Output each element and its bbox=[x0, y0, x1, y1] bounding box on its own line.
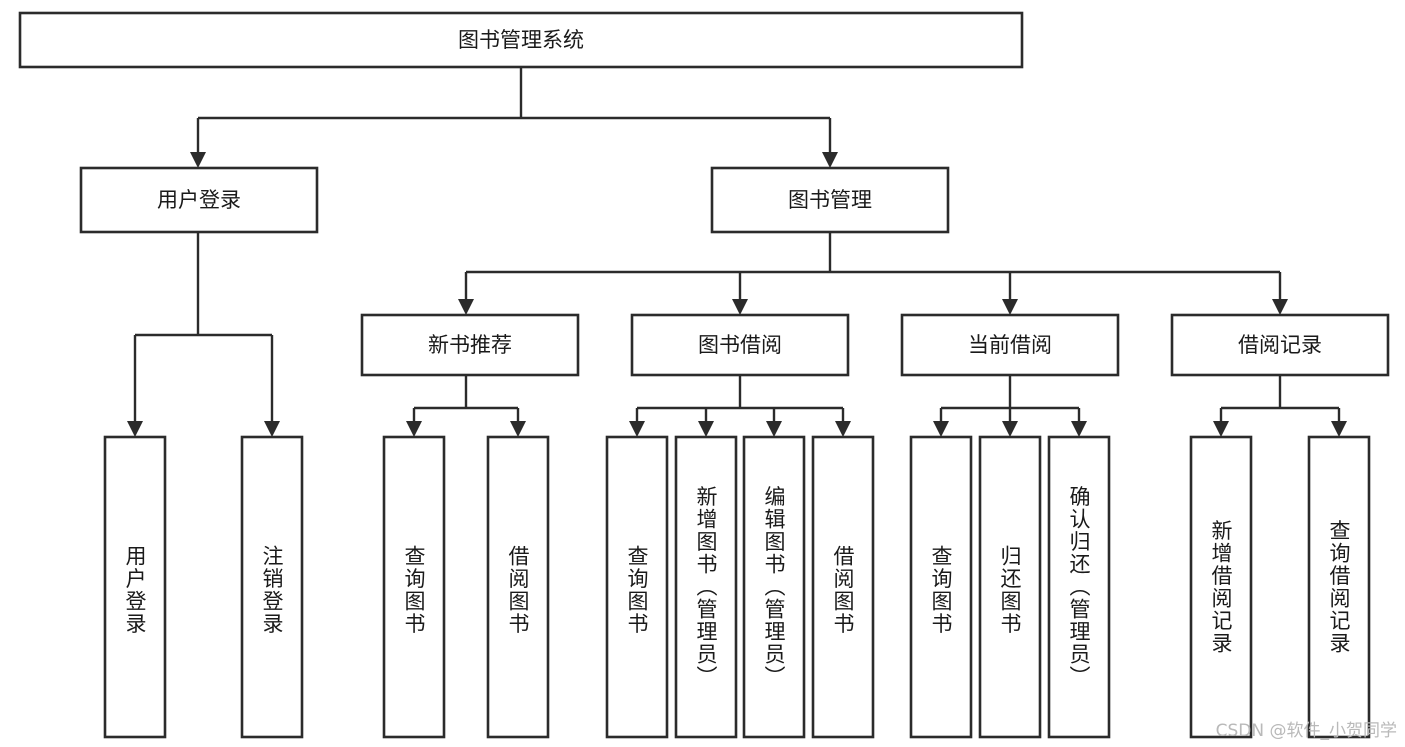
node-book-borrow-label: 图书借阅 bbox=[698, 333, 782, 357]
leaf-label-book-borrow-2: 新增图书（管理员） bbox=[694, 486, 718, 689]
node-borrow-record-label: 借阅记录 bbox=[1238, 333, 1322, 357]
arrow-to-current-borrow bbox=[1002, 299, 1018, 315]
leaf-label-book-borrow-4: 借阅图书 bbox=[831, 545, 855, 635]
node-current-borrow[interactable]: 当前借阅 bbox=[900, 313, 1120, 377]
leaf-label-current-borrow-2: 归还图书 bbox=[998, 545, 1022, 635]
leaf-box-new-book-1[interactable] bbox=[382, 435, 446, 739]
leaf-node[interactable]: 新增图书（管理员） bbox=[674, 435, 738, 739]
leaf-box-user-login-1[interactable] bbox=[103, 435, 167, 739]
leaf-node[interactable]: 借阅图书 bbox=[486, 435, 550, 739]
leaf-box-current-borrow-2[interactable] bbox=[978, 435, 1042, 739]
leaf-box-book-borrow-3[interactable] bbox=[742, 435, 806, 739]
arrow-root-to-user-login bbox=[190, 152, 206, 168]
arrow-current-borrow-leaf-3 bbox=[1071, 421, 1087, 437]
leaf-label-book-borrow-1: 查询图书 bbox=[625, 545, 649, 635]
arrow-borrow-record-leaf-2 bbox=[1331, 421, 1347, 437]
arrow-user-login-leaf-1 bbox=[127, 421, 143, 437]
leaf-node[interactable]: 查询图书 bbox=[909, 435, 973, 739]
leaf-label-current-borrow-1: 查询图书 bbox=[929, 545, 953, 635]
node-current-borrow-box[interactable] bbox=[900, 313, 1120, 377]
node-book-borrow-box[interactable] bbox=[630, 313, 850, 377]
leaf-node[interactable]: 查询图书 bbox=[605, 435, 669, 739]
arrow-to-borrow-record bbox=[1272, 299, 1288, 315]
leaf-box-current-borrow-1[interactable] bbox=[909, 435, 973, 739]
arrow-to-new-book bbox=[458, 299, 474, 315]
node-book-management-box[interactable] bbox=[710, 166, 950, 234]
leaf-node[interactable]: 确认归还（管理员） bbox=[1047, 435, 1111, 739]
leaf-node[interactable]: 用户登录 bbox=[103, 435, 167, 739]
node-book-borrow[interactable]: 图书借阅 bbox=[630, 313, 850, 377]
arrow-root-to-book-mgmt bbox=[822, 152, 838, 168]
node-book-management[interactable]: 图书管理 bbox=[710, 166, 950, 234]
csdn-watermark: CSDN @软件_小贺同学 bbox=[1215, 721, 1397, 741]
node-new-book-recommend[interactable]: 新书推荐 bbox=[360, 313, 580, 377]
leaf-node[interactable]: 注销登录 bbox=[240, 435, 304, 739]
arrow-borrow-record-leaf-1 bbox=[1213, 421, 1229, 437]
leaf-box-book-borrow-2[interactable] bbox=[674, 435, 738, 739]
arrow-book-borrow-leaf-3 bbox=[766, 421, 782, 437]
leaf-label-user-login-2: 注销登录 bbox=[260, 545, 284, 635]
node-new-book-recommend-box[interactable] bbox=[360, 313, 580, 377]
arrow-to-book-borrow bbox=[732, 299, 748, 315]
arrow-new-book-leaf-1 bbox=[406, 421, 422, 437]
leaf-box-book-borrow-1[interactable] bbox=[605, 435, 669, 739]
node-new-book-recommend-label: 新书推荐 bbox=[428, 333, 512, 357]
node-borrow-record[interactable]: 借阅记录 bbox=[1170, 313, 1390, 377]
leaf-label-user-login-1: 用户登录 bbox=[123, 545, 147, 635]
arrow-book-borrow-leaf-4 bbox=[835, 421, 851, 437]
arrow-current-borrow-leaf-2 bbox=[1002, 421, 1018, 437]
leaf-box-current-borrow-3[interactable] bbox=[1047, 435, 1111, 739]
leaf-node[interactable]: 编辑图书（管理员） bbox=[742, 435, 806, 739]
leaf-node[interactable]: 查询借阅记录 bbox=[1307, 435, 1371, 739]
leaf-label-borrow-record-1: 新增借阅记录 bbox=[1209, 520, 1233, 655]
leaf-node[interactable]: 借阅图书 bbox=[811, 435, 875, 739]
leaf-box-new-book-2[interactable] bbox=[486, 435, 550, 739]
leaf-node[interactable]: 查询图书 bbox=[382, 435, 446, 739]
leaf-box-borrow-record-1[interactable] bbox=[1189, 435, 1253, 739]
arrow-new-book-leaf-2 bbox=[510, 421, 526, 437]
leaf-box-user-login-2[interactable] bbox=[240, 435, 304, 739]
leaf-node[interactable]: 归还图书 bbox=[978, 435, 1042, 739]
leaf-box-book-borrow-4[interactable] bbox=[811, 435, 875, 739]
node-current-borrow-label: 当前借阅 bbox=[968, 333, 1052, 357]
connector-layer bbox=[127, 67, 1347, 437]
node-user-login-box[interactable] bbox=[79, 166, 319, 234]
node-root-label: 图书管理系统 bbox=[458, 28, 584, 52]
arrow-book-borrow-leaf-2 bbox=[698, 421, 714, 437]
leaf-box-borrow-record-2[interactable] bbox=[1307, 435, 1371, 739]
node-root-box[interactable] bbox=[18, 11, 1024, 69]
arrow-current-borrow-leaf-1 bbox=[933, 421, 949, 437]
leaf-node[interactable]: 新增借阅记录 bbox=[1189, 435, 1253, 739]
node-user-login[interactable]: 用户登录 bbox=[79, 166, 319, 234]
leaf-label-current-borrow-3: 确认归还（管理员） bbox=[1067, 486, 1091, 689]
node-borrow-record-box[interactable] bbox=[1170, 313, 1390, 377]
arrow-user-login-leaf-2 bbox=[264, 421, 280, 437]
leaf-label-borrow-record-2: 查询借阅记录 bbox=[1327, 520, 1351, 655]
leaf-label-new-book-1: 查询图书 bbox=[402, 545, 426, 635]
leaf-label-book-borrow-3: 编辑图书（管理员） bbox=[762, 486, 786, 689]
arrow-book-borrow-leaf-1 bbox=[629, 421, 645, 437]
node-book-management-label: 图书管理 bbox=[788, 188, 872, 212]
node-user-login-label: 用户登录 bbox=[157, 188, 241, 212]
node-root-book-management-system[interactable]: 图书管理系统 bbox=[18, 11, 1024, 69]
leaf-label-new-book-2: 借阅图书 bbox=[506, 545, 530, 635]
